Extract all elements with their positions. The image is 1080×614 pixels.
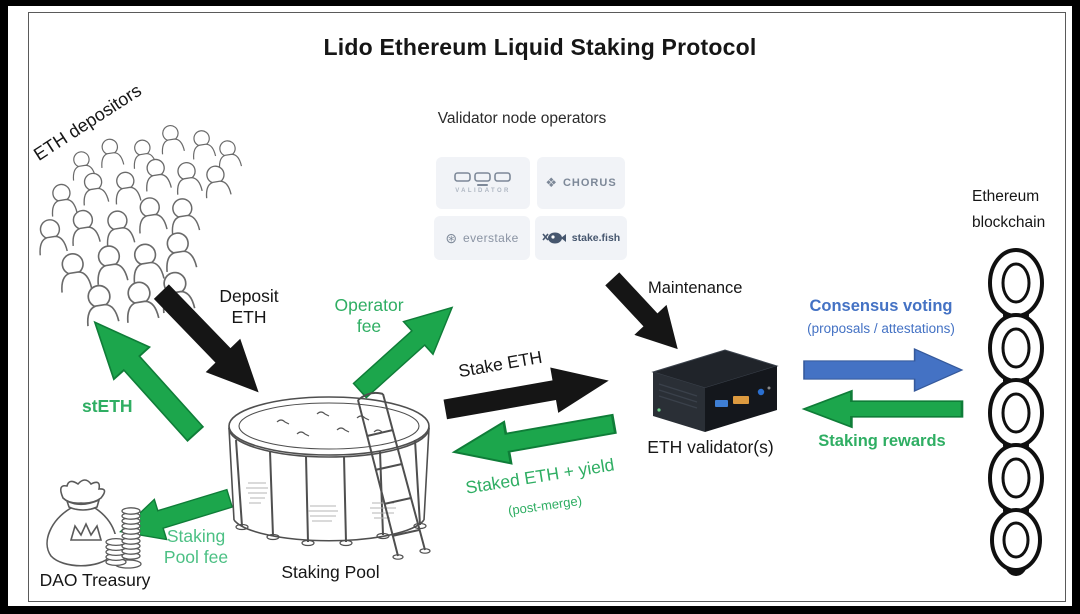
chorus-label: CHORUS [562,177,617,189]
staking-rewards-arrow [801,389,964,429]
steth-label: stETH [82,396,133,416]
maintenance-label: Maintenance [648,279,743,297]
staking-pool-illustration [228,391,431,560]
staking-pool-fee-arrow [114,478,235,551]
operators-heading: Validator node operators [437,110,607,127]
staking-pool-label: Staking Pool [281,562,380,582]
chorus-diamond-icon: ❖ [545,175,557,190]
steth-arrow [77,306,213,450]
consensus-voting-label: Consensus voting [809,297,953,315]
operator-fee-label: Operator fee [334,295,404,337]
logo-card-stakefish: stake.fish [535,216,627,260]
everstake-circle-icon: ⊛ [445,229,458,246]
maintenance-arrow [596,264,694,364]
stakefish-fish-icon [542,232,566,244]
eth-validators-label: ETH validator(s) [647,437,774,457]
staking-pool-fee-label: Staking Pool fee [163,526,229,568]
consensus-voting-sublabel: (proposals / attestations) [807,321,955,336]
stakefish-label: stake.fish [571,232,621,244]
operator-fee-arrow [345,291,467,407]
logo-card-p2p-validator: VALIDATOR [436,157,530,209]
p2p-validator-label: VALIDATOR [455,188,511,194]
logo-card-chorus: ❖ CHORUS [537,157,625,209]
blockchain-chain-illustration [988,248,1044,576]
eth-validator-device-illustration [651,349,779,432]
deposit-eth-label: Deposit ETH [219,286,279,328]
consensus-voting-arrow [803,347,964,393]
staking-rewards-label: Staking rewards [818,432,946,450]
p2p-validator-icon [454,172,511,186]
everstake-label: everstake [463,231,519,245]
dao-treasury-illustration [46,479,142,569]
page-title: Lido Ethereum Liquid Staking Protocol [323,34,757,60]
ethereum-blockchain-label: Ethereum blockchain [972,188,1046,231]
dao-treasury-label: DAO Treasury [39,570,151,590]
stake-eth-arrow [441,358,612,432]
deposit-eth-arrow [144,275,276,409]
logo-card-everstake: ⊛ everstake [434,216,530,260]
staked-eth-yield-arrow [451,403,618,472]
